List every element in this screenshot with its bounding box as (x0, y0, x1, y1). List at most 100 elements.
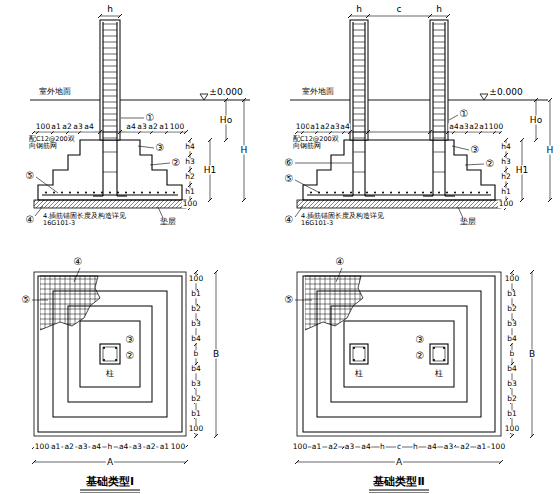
dimension-label: a3 (136, 123, 147, 131)
dimension-label: a1 (50, 123, 61, 131)
rebar-dot (326, 192, 328, 194)
rebar-dot (433, 359, 435, 361)
ground-line (30, 100, 100, 101)
dimension-symbol: h (435, 5, 443, 14)
stirrup (433, 90, 445, 91)
dimension-tick (510, 434, 514, 438)
mesh-bar (360, 276, 361, 332)
rebar-dot (310, 192, 312, 194)
dimension-tick (366, 14, 370, 18)
dimension-label: b3 (506, 320, 518, 328)
mesh-bar (303, 314, 367, 315)
rebar-dot (141, 192, 143, 194)
column-stirrup (433, 347, 445, 361)
dimension-tick (504, 138, 508, 142)
mesh-bar (38, 299, 102, 300)
rebar-dot (350, 192, 352, 194)
dimension-symbol: H1 (515, 166, 530, 175)
stirrup (353, 84, 365, 85)
dimension-tick (194, 434, 198, 438)
dimension-label: b2 (506, 305, 518, 313)
stirrup (433, 108, 445, 109)
dimension-symbol: Ho (219, 116, 233, 125)
dimension-label: a1 (159, 443, 170, 451)
dimension-tick (208, 138, 212, 142)
rebar-dot (443, 347, 445, 349)
stirrup (433, 84, 445, 85)
dimension-tick (214, 434, 218, 438)
elevation-mark (480, 94, 488, 100)
ground-line (448, 100, 548, 101)
rebar-dot (173, 192, 175, 194)
leader-line (465, 164, 484, 165)
dimension-label: 垫层 (459, 218, 477, 226)
dimension-label: h (379, 443, 386, 451)
rebar-dot (103, 347, 105, 349)
dimension-tick (504, 168, 508, 172)
dimension-line (34, 132, 186, 133)
column-section (100, 344, 120, 364)
stirrup (433, 66, 445, 67)
dimension-label: 100 (169, 123, 185, 131)
concrete-pad (297, 200, 501, 208)
rebar-dot (85, 192, 87, 194)
dimension-label: a2 (145, 443, 156, 451)
dimension-tick (428, 130, 432, 134)
rebar-dot (414, 192, 416, 194)
dimension-symbol: H (240, 146, 249, 155)
bottom-rebar (307, 194, 491, 195)
dimension-label: 100 (34, 443, 50, 451)
dimension-label: h1 (184, 188, 196, 196)
dimension-label: b (193, 350, 200, 358)
stirrup (433, 120, 445, 121)
dimension-tick (530, 270, 534, 274)
ground-line (290, 100, 350, 101)
dimension-tick (530, 434, 534, 438)
dimension-label: b3 (506, 380, 518, 388)
title-underline (80, 492, 140, 493)
callout-number: ② (126, 351, 135, 361)
stirrup (103, 66, 117, 67)
dimension-tick (520, 138, 524, 142)
callout-number: ④ (74, 257, 83, 267)
dimension-label: b1 (506, 410, 518, 418)
step-outline (317, 291, 481, 417)
mesh-bar (303, 279, 367, 280)
dimension-tick (504, 153, 508, 157)
stirrup (353, 60, 365, 61)
dimension-label: b1 (506, 290, 518, 298)
rebar-dot (443, 359, 445, 361)
callout-number: ③ (126, 335, 135, 345)
step-outline (303, 276, 495, 432)
column-section (350, 344, 368, 364)
bar-hook (117, 195, 127, 196)
dimension-tick (499, 460, 503, 464)
mesh-bar (38, 319, 102, 320)
stirrup (103, 96, 117, 97)
dimension-label: 100 (498, 200, 514, 208)
leader-line (138, 146, 154, 148)
dimension-tick (242, 98, 246, 102)
dimension-label: h4 (500, 143, 512, 151)
dimension-line (350, 16, 448, 17)
rebar-dot (430, 192, 432, 194)
dimension-label: 100 (488, 123, 504, 131)
stirrup (353, 108, 365, 109)
rebar-dot (45, 192, 47, 194)
dimension-tick (32, 460, 36, 464)
step-outline (344, 321, 454, 387)
dimension-symbol: B (528, 350, 536, 359)
callout-number: ⑤ (26, 171, 35, 181)
rebar-dot (103, 359, 105, 361)
dimension-label: c (396, 443, 402, 451)
note-text: 配C12@200双向钢筋网 (28, 136, 78, 151)
mesh-bar (303, 319, 367, 320)
dimension-label: b1 (190, 410, 202, 418)
dimension-label: b4 (506, 335, 518, 343)
dimension-label: a1 (311, 443, 322, 451)
callout-number: ② (172, 158, 181, 168)
dimension-tick (208, 198, 212, 202)
stirrup (433, 138, 445, 139)
mesh-bar (303, 304, 367, 305)
dimension-label: b (509, 350, 516, 358)
